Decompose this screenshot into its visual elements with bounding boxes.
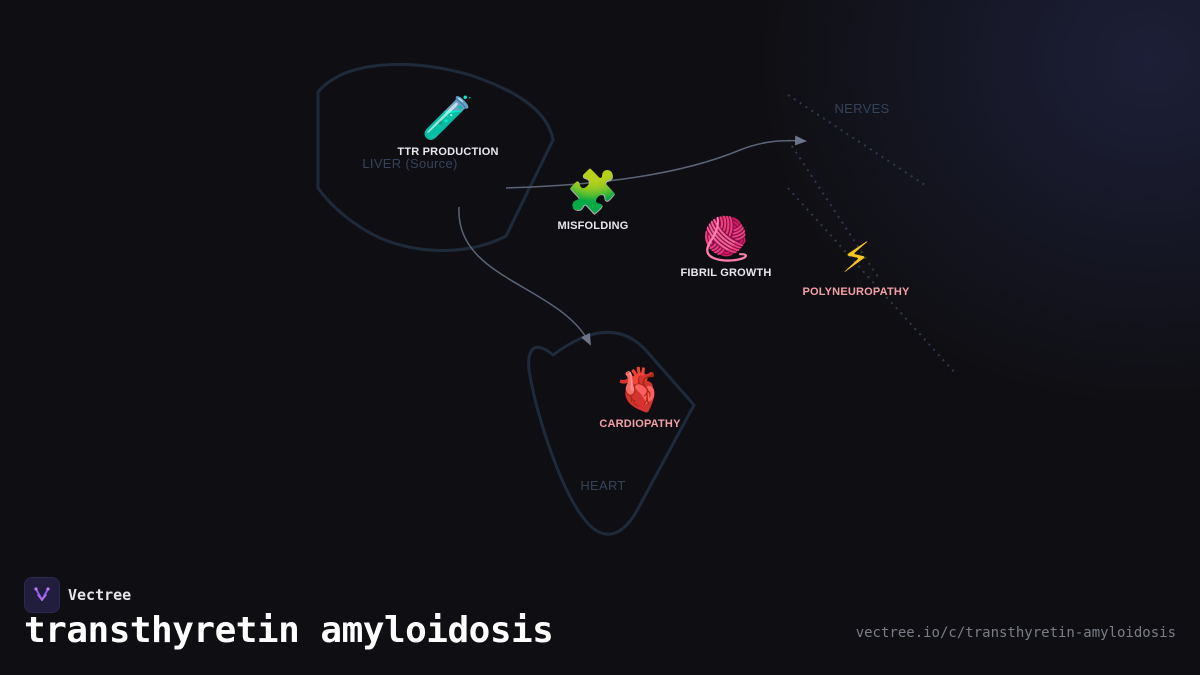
lightning-icon: ⚡ bbox=[841, 234, 871, 281]
anatomical-heart-icon: 🫀 bbox=[613, 366, 667, 413]
liver-region-outline bbox=[316, 62, 555, 252]
arrow-liver-to-heart bbox=[458, 206, 591, 346]
region-label-liver: LIVER (Source) bbox=[362, 156, 458, 171]
yarn-ball-icon: 🧶 bbox=[699, 215, 753, 262]
page-url[interactable]: vectree.io/c/transthyretin-amyloidosis bbox=[855, 625, 1176, 641]
node-label-misfolding: MISFOLDING bbox=[557, 220, 629, 232]
node-polyneuropathy[interactable]: ⚡ POLYNEUROPATHY bbox=[802, 234, 909, 298]
brand-name: Vectree bbox=[68, 586, 132, 604]
node-label-ttr-production: TTR PRODUCTION bbox=[397, 146, 499, 158]
node-label-polyneuropathy: POLYNEUROPATHY bbox=[802, 286, 910, 298]
page-title: transthyretin amyloidosis bbox=[24, 610, 554, 651]
arrow-liver-to-nerves bbox=[505, 135, 807, 189]
region-label-heart: HEART bbox=[580, 478, 626, 493]
node-label-fibril-growth: FIBRIL GROWTH bbox=[680, 267, 772, 279]
node-fibril-growth[interactable]: 🧶 FIBRIL GROWTH bbox=[681, 215, 772, 279]
brand[interactable]: Vectree bbox=[24, 577, 131, 613]
node-misfolding[interactable]: 🧩 MISFOLDING bbox=[557, 168, 628, 232]
node-cardiopathy[interactable]: 🫀 CARDIOPATHY bbox=[599, 366, 680, 430]
heart-region-outline bbox=[527, 331, 696, 536]
region-label-nerves: NERVES bbox=[834, 101, 890, 116]
puzzle-piece-icon: 🧩 bbox=[566, 168, 620, 215]
node-label-cardiopathy: CARDIOPATHY bbox=[599, 418, 681, 430]
vectree-logo-icon bbox=[24, 577, 60, 613]
node-ttr-production[interactable]: 🧪 TTR PRODUCTION bbox=[397, 94, 498, 158]
test-tube-icon: 🧪 bbox=[421, 94, 475, 141]
